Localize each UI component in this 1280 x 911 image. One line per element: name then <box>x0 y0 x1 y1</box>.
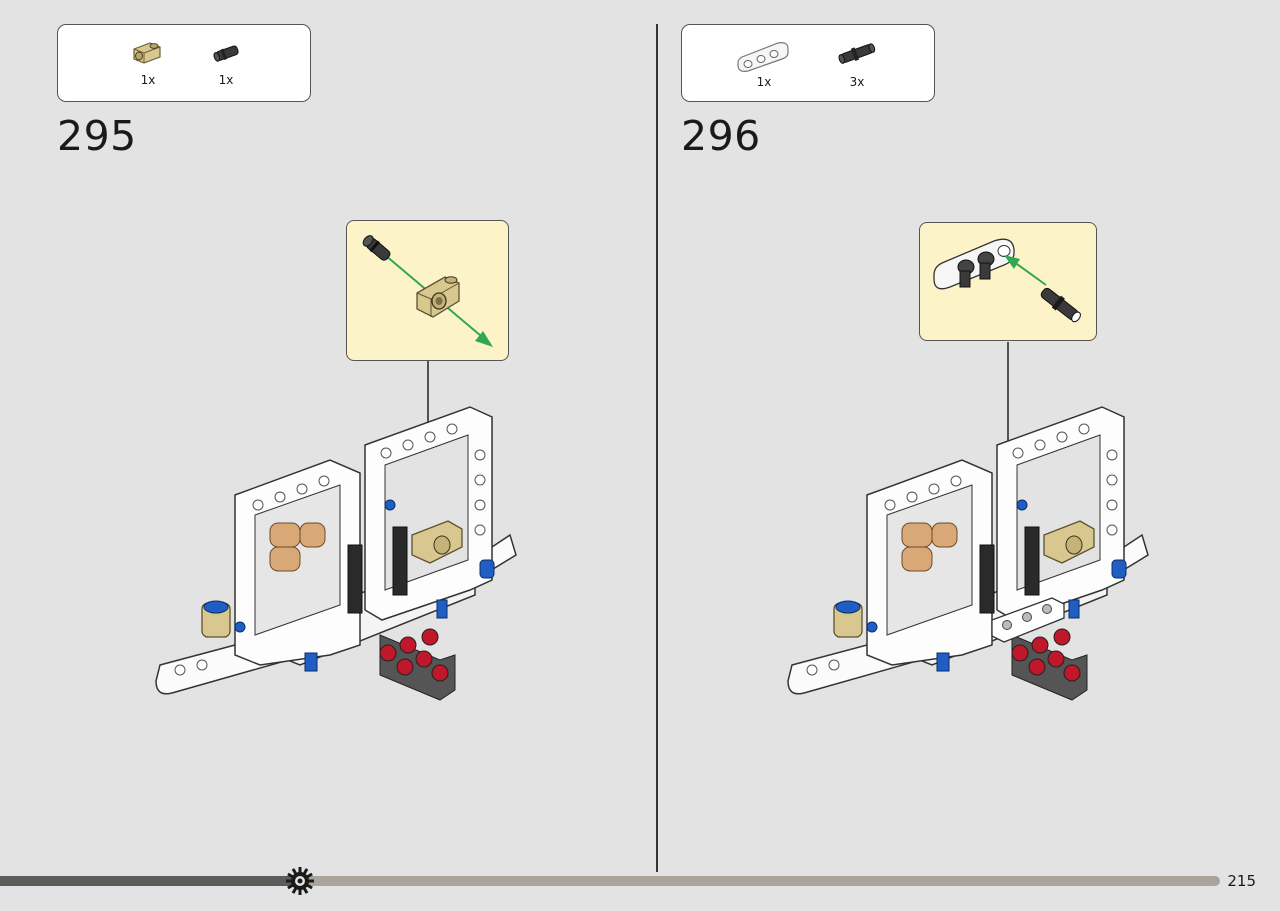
page-divider <box>656 24 658 872</box>
step-number: 295 <box>57 112 137 160</box>
tan-connector-icon <box>133 42 161 64</box>
parts-list: 1x 1x <box>57 24 311 102</box>
black-pin-icon <box>213 45 239 62</box>
part-qty: 1x <box>218 73 234 87</box>
model-illustration <box>787 342 1149 701</box>
model-illustration <box>155 361 517 701</box>
part-item: 1x <box>118 35 178 87</box>
step-295: 1x 1x 295 <box>0 0 640 870</box>
part-qty: 1x <box>756 75 772 89</box>
part-item: 1x <box>196 35 256 87</box>
black-pin-icon <box>1040 287 1081 323</box>
black-pin-icon <box>362 235 391 261</box>
part-qty: 3x <box>849 75 865 89</box>
page-number: 215 <box>1227 872 1256 890</box>
step-number: 296 <box>681 112 761 160</box>
white-beam-3-icon <box>933 238 1015 290</box>
progress-bar <box>0 876 1220 886</box>
callout-box <box>346 220 509 361</box>
step-296: 1x 3x 296 <box>640 0 1280 870</box>
progress-fill <box>0 876 300 886</box>
part-item: 1x <box>734 35 794 89</box>
black-pin-icon <box>838 43 876 64</box>
white-beam-3-icon <box>737 42 789 72</box>
tan-connector-icon <box>416 276 460 318</box>
parts-list: 1x 3x <box>681 24 935 102</box>
part-qty: 1x <box>140 73 156 87</box>
gear-icon <box>286 867 314 895</box>
part-item: 3x <box>827 35 887 89</box>
callout-box <box>919 222 1097 341</box>
